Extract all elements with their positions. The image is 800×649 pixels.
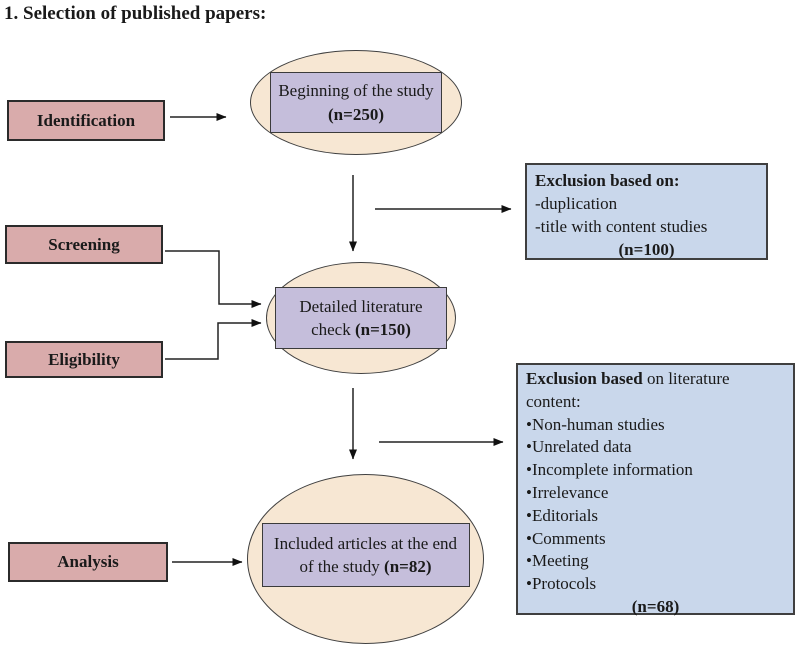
stage-box-identification: Identification — [7, 100, 165, 141]
stage-label-identification: Identification — [36, 110, 136, 130]
detailed-label-box: Detailed literature check (n=150) — [275, 287, 447, 349]
stage-box-eligibility: Eligibility — [5, 341, 163, 378]
exclusion-2-item: •Unrelated data — [526, 437, 632, 457]
exclusion-1-count: (n=100) — [618, 240, 675, 259]
beginning-count: (n=250) — [328, 104, 384, 124]
exclusion-2-heading-rest: on literature content: — [526, 369, 730, 411]
included-label-box: Included articles at the end of the stud… — [261, 523, 470, 587]
exclusion-2-item: •Comments — [526, 528, 606, 548]
arrow-screening-to-detailed — [165, 250, 262, 308]
exclusion-2-heading: Exclusion based on literature content: — [526, 368, 785, 414]
stage-label-analysis: Analysis — [57, 552, 119, 571]
exclusion-2-heading-bold: Exclusion based — [526, 369, 643, 388]
exclusion-box-1: Exclusion based on: -duplication -title … — [525, 163, 768, 260]
stage-label-screening: Screening — [48, 234, 120, 254]
diagram-title: 1. Selection of published papers: — [4, 3, 267, 24]
included-count: (n=82) — [384, 557, 432, 576]
exclusion-2-item: •Non-human studies — [526, 414, 665, 434]
exclusion-1-item: -title with content studies — [535, 217, 708, 236]
exclusion-2-item: •Editorials — [526, 505, 599, 525]
beginning-label: Beginning of the study — [278, 81, 434, 101]
node-included-articles: Included articles at the end of the stud… — [247, 474, 484, 644]
included-label: Included articles at the end of the stud… — [273, 533, 458, 576]
exclusion-1-heading: Exclusion based on: — [535, 171, 680, 190]
node-detailed-literature-check: Detailed literature check (n=150) — [266, 262, 456, 374]
stage-label-eligibility: Eligibility — [48, 349, 120, 369]
node-beginning-of-study: Beginning of the study (n=250) — [250, 50, 462, 155]
detailed-label: Detailed literature check — [299, 296, 423, 339]
exclusion-box-2: Exclusion based on literature content: •… — [516, 363, 795, 616]
arrow-eligibility-to-detailed — [165, 319, 262, 360]
stage-box-screening: Screening — [5, 225, 163, 264]
exclusion-2-item: •Irrelevance — [526, 482, 609, 502]
detailed-count: (n=150) — [354, 320, 411, 339]
exclusion-2-item: •Meeting — [526, 551, 589, 571]
stage-box-analysis: Analysis — [8, 542, 168, 582]
exclusion-1-item: -duplication — [535, 194, 618, 213]
exclusion-2-item: •Protocols — [526, 574, 597, 594]
beginning-label-box: Beginning of the study (n=250) — [270, 72, 442, 133]
exclusion-2-item: •Incomplete information — [526, 460, 693, 480]
exclusion-2-count: (n=68) — [631, 596, 680, 616]
